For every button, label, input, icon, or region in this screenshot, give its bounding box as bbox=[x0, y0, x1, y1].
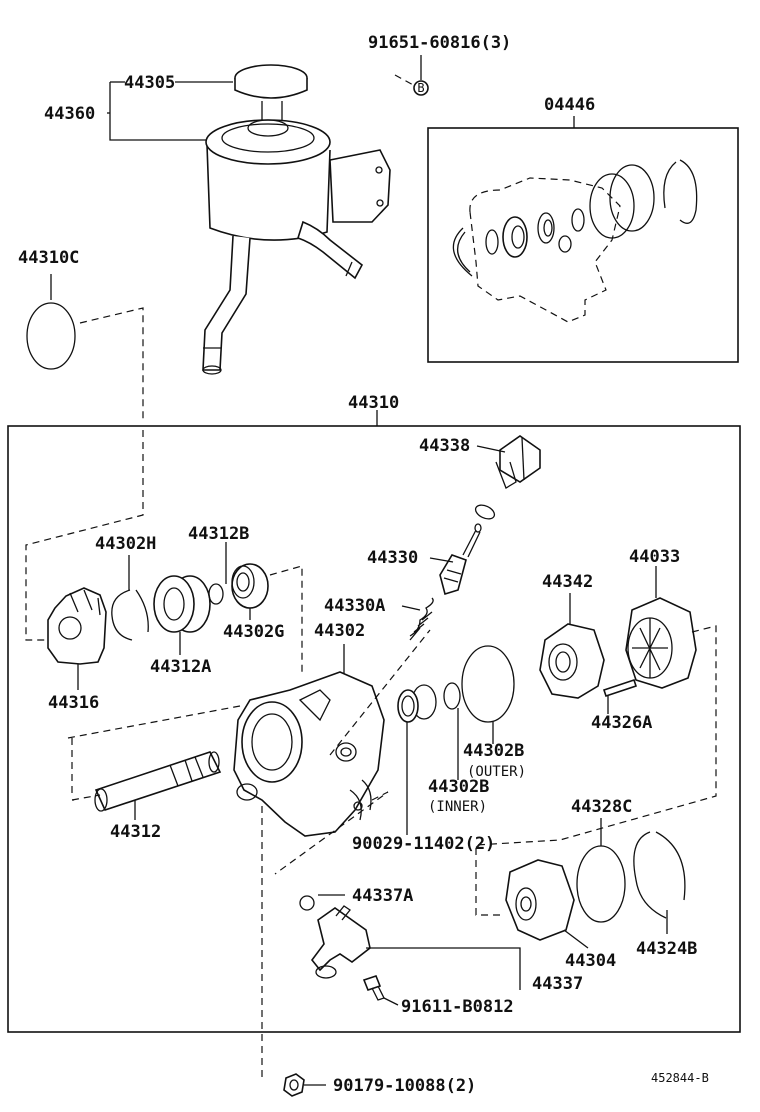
label-44302: 44302 bbox=[314, 621, 365, 641]
reservoir-assembly-illustration bbox=[202, 64, 391, 375]
label-90029-11402: 90029-11402(2) bbox=[352, 834, 495, 854]
label-44310c: 44310C bbox=[18, 248, 79, 268]
gear-44316-illustration bbox=[47, 587, 107, 665]
label-44302b-outer: 44302B bbox=[463, 741, 524, 761]
label-44330a: 44330A bbox=[324, 596, 385, 616]
label-90179-10088: 90179-10088(2) bbox=[333, 1076, 476, 1096]
label-44330: 44330 bbox=[367, 548, 418, 568]
label-44338: 44338 bbox=[419, 436, 470, 456]
label-outer: (OUTER) bbox=[467, 764, 526, 780]
reference-b-marker bbox=[413, 80, 429, 96]
o-ring-44302b-outer-illustration bbox=[461, 645, 515, 723]
label-inner: (INNER) bbox=[428, 799, 487, 815]
snap-ring-44302h-illustration bbox=[111, 589, 149, 641]
label-44316: 44316 bbox=[48, 693, 99, 713]
cam-ring-44033-illustration bbox=[625, 597, 697, 689]
label-44302h: 44302H bbox=[95, 534, 156, 554]
label-44360: 44360 bbox=[44, 104, 95, 124]
ring-44312b-illustration bbox=[208, 583, 224, 605]
top-leader-lines bbox=[107, 55, 575, 141]
valve-44330-illustration bbox=[439, 523, 482, 596]
nut-90179-illustration bbox=[283, 1073, 305, 1097]
label-44328c: 44328C bbox=[571, 797, 632, 817]
bolt-91611-illustration bbox=[362, 975, 385, 1001]
label-44337a: 44337A bbox=[352, 886, 413, 906]
spring-44330a-illustration bbox=[409, 597, 434, 641]
plate-44304-illustration bbox=[505, 859, 575, 941]
label-44312a: 44312A bbox=[150, 657, 211, 677]
pin-44326a-illustration bbox=[602, 678, 638, 698]
snap-ring-44324b-illustration bbox=[633, 831, 686, 919]
gasket-kit-box bbox=[427, 127, 739, 363]
label-91651-60816: 91651-60816(3) bbox=[368, 33, 511, 53]
label-91611-b0812: 91611-B0812 bbox=[401, 997, 514, 1017]
pump-assembly-box bbox=[7, 425, 741, 1033]
label-44324b: 44324B bbox=[636, 939, 697, 959]
o-ring-44302b-inner-illustration bbox=[443, 682, 461, 710]
label-44304: 44304 bbox=[565, 951, 616, 971]
pump-body-44302-illustration bbox=[233, 671, 385, 837]
label-44305: 44305 bbox=[124, 73, 175, 93]
label-44312b: 44312B bbox=[188, 524, 249, 544]
label-44326a: 44326A bbox=[591, 713, 652, 733]
label-44310: 44310 bbox=[348, 393, 399, 413]
reference-b-label: B bbox=[417, 81, 424, 95]
seal-44302g-illustration bbox=[231, 563, 269, 609]
label-44337: 44337 bbox=[532, 974, 583, 994]
o-ring-44328c-illustration bbox=[576, 845, 626, 923]
label-44312: 44312 bbox=[110, 822, 161, 842]
label-44302b-inner: 44302B bbox=[428, 777, 489, 797]
bearing-44312a-illustration bbox=[153, 575, 211, 633]
plate-44342-illustration bbox=[539, 623, 605, 699]
label-44302g: 44302G bbox=[223, 622, 284, 642]
o-ring-44337a-illustration bbox=[299, 895, 315, 911]
gasket-kit-illustration bbox=[452, 159, 698, 323]
label-44033: 44033 bbox=[629, 547, 680, 567]
diagram-reference-number: 452844-B bbox=[651, 1071, 709, 1085]
union-fitting-44337-illustration bbox=[310, 905, 371, 979]
o-ring-small-illustration bbox=[474, 504, 496, 520]
label-04446: 04446 bbox=[544, 95, 595, 115]
gasket-44310c-illustration bbox=[26, 302, 76, 370]
label-44342: 44342 bbox=[542, 572, 593, 592]
rings-90029-illustration bbox=[397, 684, 437, 723]
shaft-44312-illustration bbox=[94, 751, 222, 812]
fitting-44338-illustration bbox=[495, 435, 541, 489]
